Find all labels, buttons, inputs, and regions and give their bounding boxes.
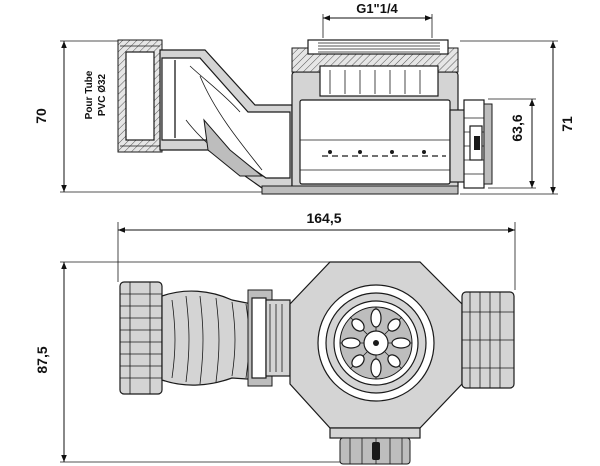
side-view: G1"1/4 70 63,6 71 Pour Tube PVC Ø32 — [33, 1, 575, 195]
height-side-dimension-label: 70 — [33, 108, 49, 124]
thread-dimension-label: G1"1/4 — [356, 1, 398, 16]
inlet-nut-top — [119, 281, 163, 395]
height-total-dimension-label: 71 — [559, 116, 575, 132]
inlet-pipe-side — [159, 49, 293, 189]
top-view: 87,5 — [34, 261, 515, 465]
inlet-nut-side — [117, 39, 163, 153]
drain-body-side — [261, 39, 459, 195]
clamp-plate-top — [247, 289, 291, 387]
width-dimension-label: 87,5 — [34, 346, 50, 373]
length-dimension-label: 164,5 — [306, 210, 341, 226]
inlet-pipe-top — [161, 290, 263, 386]
pipe-label-line2: PVC Ø32 — [97, 73, 108, 116]
strainer-grate — [339, 306, 413, 380]
length-dimension: 164,5 — [117, 210, 516, 290]
pipe-label-line1: Pour Tube — [84, 70, 95, 119]
height-outlet-dimension-label: 63,6 — [509, 114, 525, 141]
extension-lines-side — [60, 14, 558, 195]
outlet-nut-top — [461, 291, 515, 389]
bottom-fitting-top — [329, 427, 421, 465]
outlet-nut-side — [449, 99, 493, 189]
